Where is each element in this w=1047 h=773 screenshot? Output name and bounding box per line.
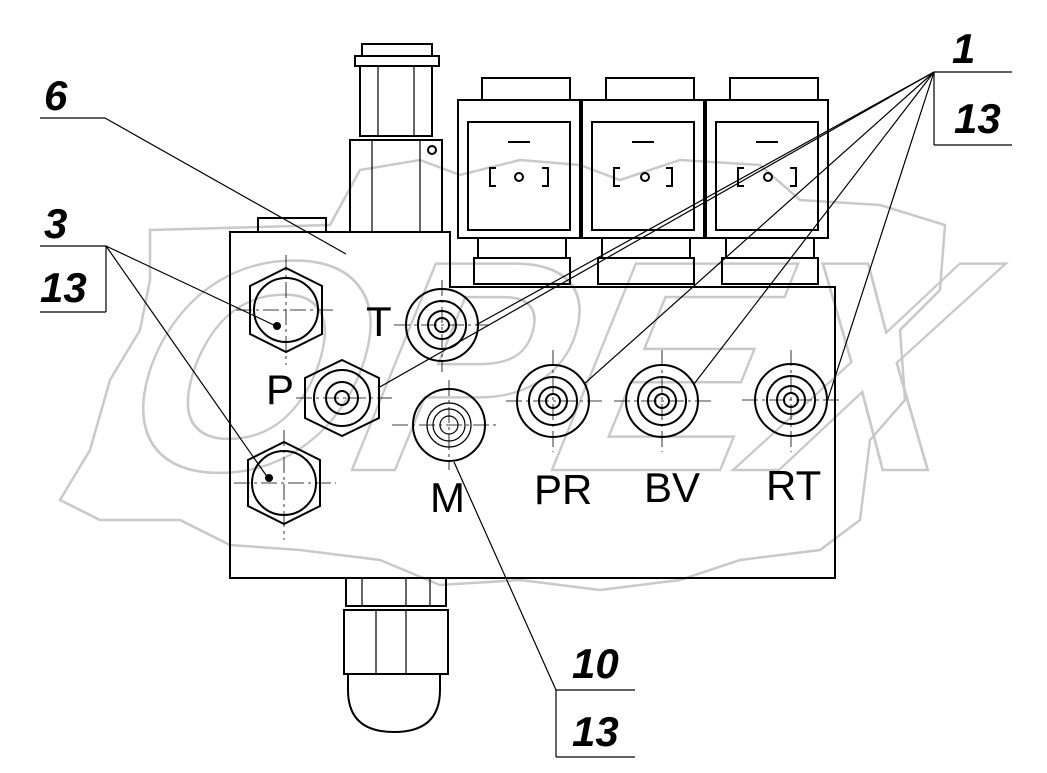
- leader-lines: [40, 71, 1012, 758]
- bottom-dome-cap: [347, 674, 441, 734]
- upper-body-block: [229, 231, 836, 579]
- port-T: [394, 280, 490, 372]
- callout-10: 10: [572, 640, 619, 687]
- bottom-fitting: [343, 577, 449, 734]
- port-M: [392, 380, 500, 470]
- hex-plug-upper: [236, 255, 336, 365]
- callout-3: 3: [44, 200, 67, 247]
- callout-13-top: 13: [954, 95, 1001, 142]
- port-PR: [506, 350, 602, 452]
- port-label-BV: BV: [644, 464, 700, 511]
- port-label-PR: PR: [534, 466, 592, 513]
- callout-6: 6: [44, 72, 68, 119]
- callout-1: 1: [952, 25, 975, 72]
- port-P: [296, 358, 392, 438]
- solenoid-coil-1: [457, 77, 581, 285]
- hex-plug-lower: [234, 430, 336, 540]
- watermark: OPEX: [58, 158, 1021, 592]
- port-label-T: T: [366, 298, 392, 345]
- port-RT: [742, 350, 840, 452]
- callout-13-bottom: 13: [572, 708, 619, 755]
- port-BV: [614, 350, 712, 452]
- port-label-P: P: [266, 366, 294, 413]
- callout-13-left: 13: [40, 264, 87, 311]
- watermark-gear-outline: [58, 158, 947, 592]
- port-label-RT: RT: [766, 462, 821, 509]
- port-label-M: M: [430, 474, 465, 521]
